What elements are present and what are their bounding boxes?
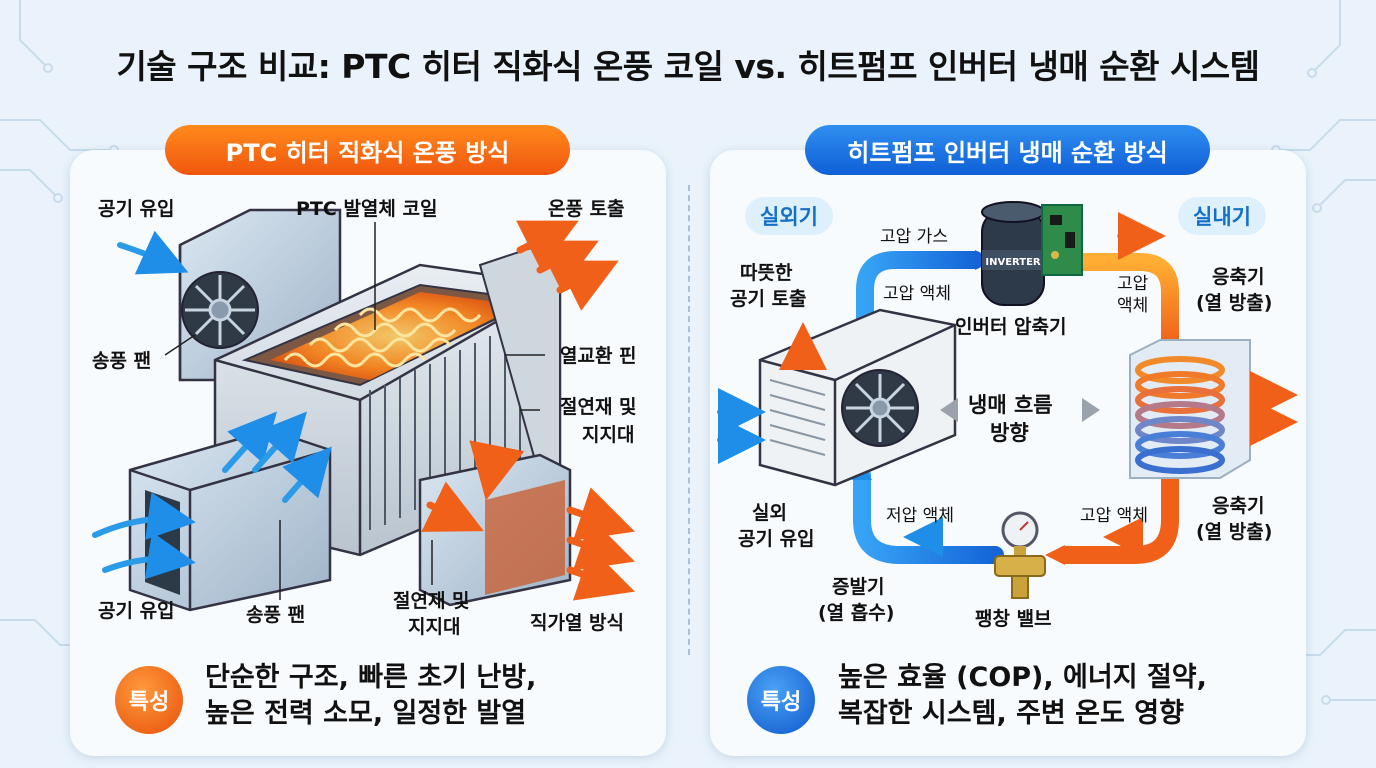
warm-out-label-1: 따뜻한: [740, 262, 793, 284]
arrow-icon: [717, 212, 1298, 557]
fins-label: 열교환 핀: [560, 345, 637, 367]
direct-heat-label: 직가열 방식: [530, 612, 625, 634]
fan-top-label: 송풍 팬: [92, 350, 152, 372]
coil-label: PTC 발열체 코일: [296, 198, 438, 220]
insulation-right-label-1: 절연재 및: [560, 396, 637, 418]
air-in-top-label: 공기 유입: [98, 198, 175, 220]
warm-out-label-2: 공기 토출: [730, 288, 807, 310]
compressor-label: INVERTER: [985, 257, 1041, 268]
fan-icon: [185, 275, 255, 345]
right-feature-badge: 특성: [747, 666, 815, 734]
insulation-bottom-label-1: 절연재 및: [393, 590, 470, 612]
condenser-top-label-2: (열 방출): [1196, 292, 1273, 314]
valve-icon: [994, 511, 1046, 599]
left-feature-line-1: 단순한 구조, 빠른 초기 난방,: [205, 662, 537, 693]
right-feature-line-2: 복잡한 시스템, 주변 온도 영향: [838, 698, 1184, 729]
valve-label: 팽창 밸브: [975, 608, 1052, 630]
hp-liquid-right-label-2: 액체: [1117, 296, 1149, 316]
insulation-bottom-label-2: 지지대: [408, 616, 461, 638]
hot-air-out-label: 온풍 토출: [548, 198, 625, 220]
panel-divider: [688, 185, 690, 655]
coil-icon: [270, 292, 520, 380]
indoor-tag: 실내기: [1178, 197, 1266, 235]
left-feature-badge: 특성: [115, 666, 183, 734]
condenser-coil-icon: [1135, 356, 1225, 474]
condenser-bottom-label-2: (열 방출): [1196, 521, 1273, 543]
hp-liquid-left-label: 고압 액체: [883, 284, 951, 304]
hp-liquid-right-label-1: 고압: [1117, 274, 1149, 294]
condenser-top-label-1: 응축기: [1212, 266, 1265, 288]
outdoor-unit: [758, 308, 957, 487]
fan-bottom-label: 송풍 팬: [246, 604, 306, 626]
compressor-icon: INVERTER: [981, 201, 1045, 306]
ptc-header: PTC 히터 직화식 온풍 방식: [165, 125, 570, 175]
heatpump-header: 히트펌프 인버터 냉매 순환 방식: [805, 125, 1210, 175]
outlet-duct: [418, 453, 572, 607]
hp-liquid-bottom-label: 고압 액체: [1080, 506, 1148, 526]
compressor-caption: 인버터 압축기: [955, 316, 1067, 338]
lp-liquid-label: 저압 액체: [886, 506, 954, 526]
right-feature-line-1: 높은 효율 (COP), 에너지 절약,: [838, 662, 1207, 693]
hp-gas-label: 고압 가스: [880, 227, 948, 247]
outdoor-tag: 실외기: [745, 197, 833, 235]
page-title: 기술 구조 비교: PTC 히터 직화식 온풍 코일 vs. 히트펌프 인버터 …: [116, 47, 1260, 86]
insulation-right-label-2: 지지대: [582, 424, 635, 446]
indoor-unit: [1129, 339, 1251, 479]
refrigerant-loop: [853, 251, 1179, 564]
flow-label-2: 방향: [990, 421, 1029, 445]
pcb-icon: [1041, 204, 1083, 276]
outdoor-in-label-1: 실외: [752, 502, 787, 524]
evaporator-label-2: (열 흡수): [818, 602, 895, 624]
arrow-icon: [421, 220, 635, 601]
condenser-bottom-label-1: 응축기: [1212, 495, 1265, 517]
arrow-icon: [92, 230, 332, 580]
flow-label-1: 냉매 흐름: [968, 393, 1053, 417]
evaporator-label-1: 증발기: [832, 576, 885, 598]
air-in-bottom-label: 공기 유입: [98, 600, 175, 622]
outdoor-in-label-2: 공기 유입: [738, 528, 815, 550]
left-feature-line-2: 높은 전력 소모, 일정한 발열: [205, 698, 527, 729]
fan-icon: [846, 374, 914, 442]
